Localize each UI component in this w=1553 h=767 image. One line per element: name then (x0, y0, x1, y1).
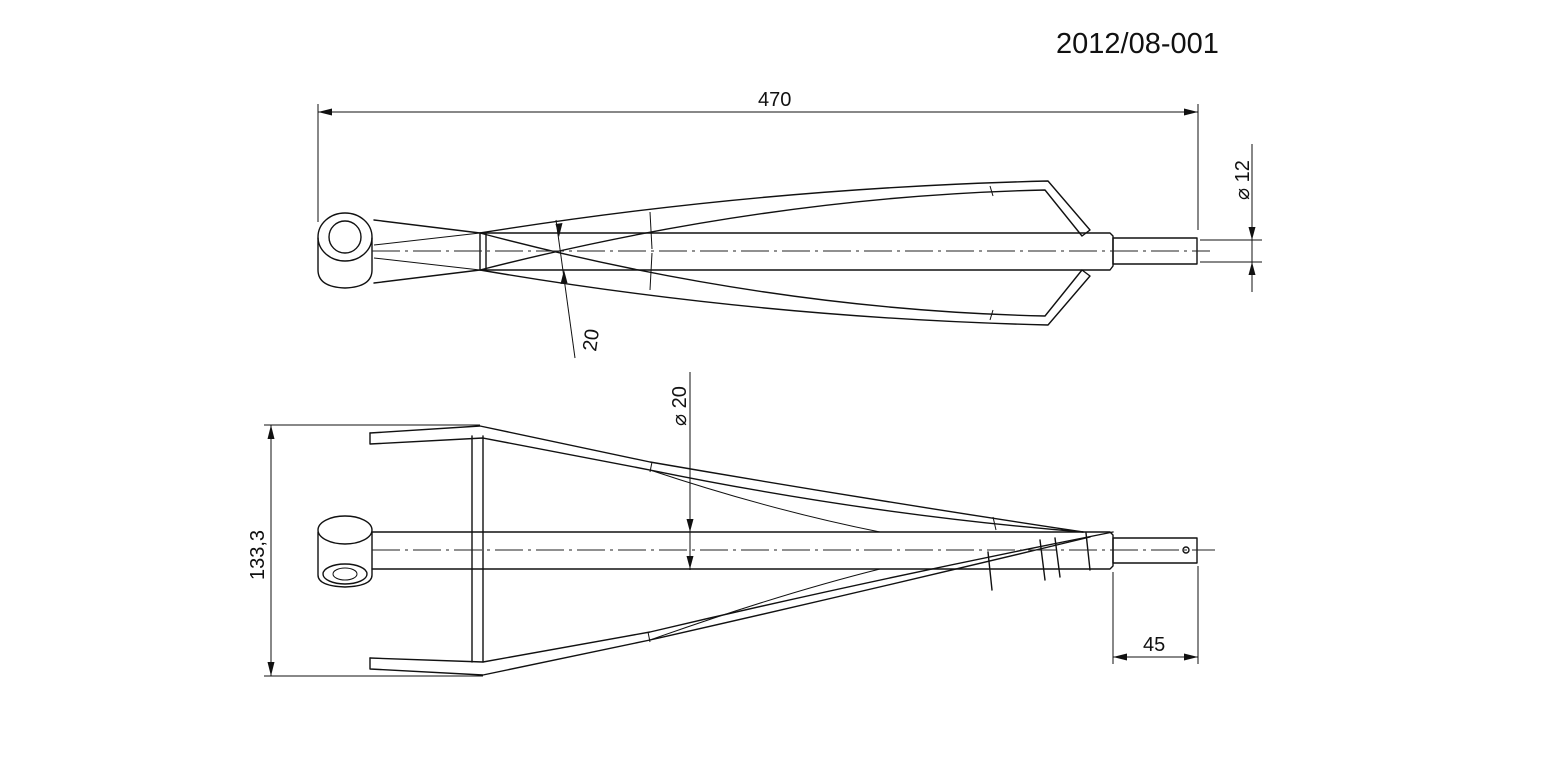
tube-section-dimension: 20 (555, 219, 604, 359)
plan-view-cross-brace (471, 435, 484, 663)
pin-diameter-dimension: ⌀ 12 (1200, 144, 1262, 292)
plan-view-upper-arm (369, 425, 1084, 533)
pin-length-label: 45 (1143, 634, 1165, 656)
side-view-eye-bushing (317, 212, 373, 289)
drawing-number: 2012/08-001 (1056, 28, 1219, 60)
side-view: 470 ⌀ 12 20 (317, 89, 1262, 359)
overall-length-dimension: 470 (317, 89, 1199, 230)
side-view-lower-bar (479, 232, 1091, 326)
plan-view-lower-arm (369, 531, 1114, 676)
plan-view: 133,3 ⌀ 20 45 (247, 372, 1215, 677)
overall-width-dimension: 133,3 (247, 424, 483, 677)
overall-length-label: 470 (758, 89, 791, 111)
side-view-upper-bar (479, 180, 1091, 271)
tube-diameter-dimension: ⌀ 20 (669, 372, 694, 570)
pin-diameter-label: ⌀ 12 (1232, 160, 1254, 200)
pin-length-dimension: 45 (1112, 566, 1199, 664)
plan-view-eye-bushing (317, 515, 373, 588)
tube-section-label: 20 (579, 328, 604, 353)
tube-diameter-label: ⌀ 20 (669, 386, 691, 426)
overall-width-label: 133,3 (247, 530, 269, 580)
